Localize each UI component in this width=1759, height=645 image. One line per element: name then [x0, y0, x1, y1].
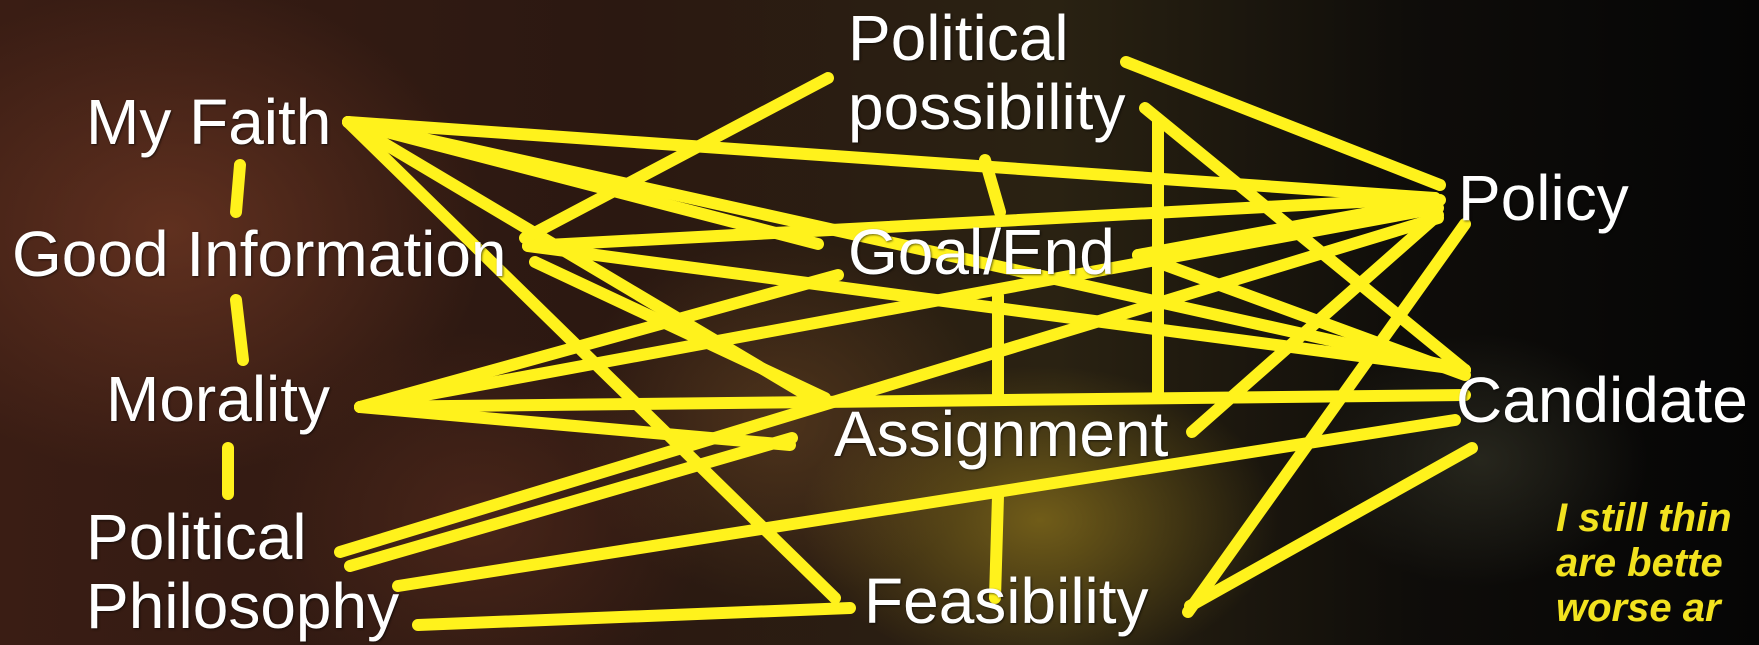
link-line — [1132, 249, 1471, 381]
node-goal-end: Goal/End — [848, 216, 1115, 288]
link-line — [1186, 209, 1444, 438]
node-good-information: Good Information — [12, 218, 507, 290]
node-political-philosophy: Political Philosophy — [86, 501, 400, 643]
quote-line-2: are bette — [1556, 540, 1723, 585]
node-morality: Morality — [106, 363, 331, 435]
link-line — [1132, 194, 1446, 261]
quote-line-3: worse ar — [1556, 585, 1721, 630]
node-candidate: Candidate — [1456, 364, 1748, 436]
link-line — [1120, 56, 1446, 191]
link-line — [1184, 442, 1478, 612]
link-line — [1182, 218, 1471, 618]
link-line — [342, 116, 1441, 204]
link-line — [989, 490, 1004, 604]
link-line — [354, 269, 844, 413]
node-political-philosophy-line2: Philosophy — [86, 570, 400, 643]
link-line — [1139, 102, 1471, 376]
link-line — [392, 414, 1461, 592]
link-line — [354, 202, 1444, 413]
node-assignment: Assignment — [834, 398, 1169, 470]
link-line — [344, 432, 798, 572]
link-line — [334, 212, 1444, 558]
node-feasibility: Feasibility — [864, 565, 1149, 637]
link-line — [354, 389, 1471, 413]
link-line — [230, 159, 246, 218]
link-line — [342, 116, 1471, 376]
link-line — [230, 294, 249, 366]
link-line — [529, 256, 831, 404]
node-political-possibility: Political possibility — [848, 2, 1126, 144]
node-political-possibility-line2: possibility — [848, 71, 1126, 144]
quote-line-1: I still thin — [1556, 496, 1732, 540]
quote-text: I still thin are bette worse ar — [1556, 496, 1732, 630]
node-political-philosophy-line1: Political — [86, 501, 307, 573]
link-line — [519, 72, 834, 244]
node-political-possibility-line1: Political — [848, 2, 1069, 74]
node-policy: Policy — [1458, 162, 1629, 234]
link-line — [412, 602, 856, 631]
link-line — [979, 154, 1006, 218]
node-my-faith: My Faith — [86, 86, 332, 158]
link-line — [522, 192, 1441, 252]
